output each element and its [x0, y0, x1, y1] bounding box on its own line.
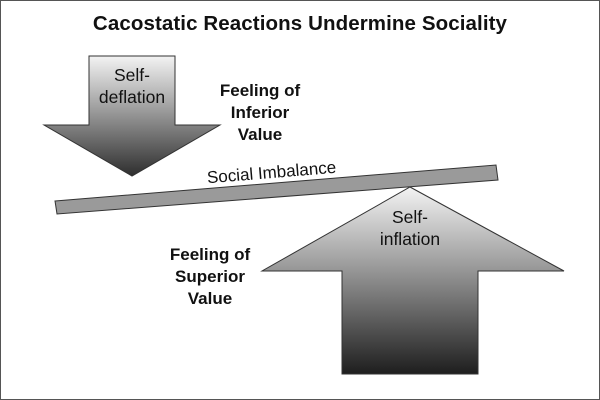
up-arrow	[260, 186, 565, 375]
up-arrow-label-line1: Self-	[392, 207, 428, 227]
inferior-value-line3: Value	[237, 125, 283, 144]
superior-value-label: Feeling of Superior Value	[150, 244, 270, 310]
down-arrow-label-line2: deflation	[98, 87, 166, 107]
down-arrow-label: Self- deflation	[89, 64, 175, 108]
social-imbalance-beam	[54, 164, 499, 215]
inferior-value-line2: Inferior	[230, 103, 290, 122]
superior-value-line2: Superior	[175, 267, 245, 286]
up-arrow-label-line2: inflation	[379, 229, 441, 249]
down-arrow-label-line1: Self-	[114, 65, 150, 85]
diagram-title: Cacostatic Reactions Undermine Sociality	[92, 12, 508, 35]
superior-value-line3: Value	[187, 289, 233, 308]
inferior-value-label: Feeling of Inferior Value	[200, 80, 320, 146]
inferior-value-line1: Feeling of	[219, 81, 301, 100]
superior-value-line1: Feeling of	[169, 245, 251, 264]
up-arrow-label: Self- inflation	[350, 206, 470, 250]
down-arrow	[42, 55, 222, 177]
